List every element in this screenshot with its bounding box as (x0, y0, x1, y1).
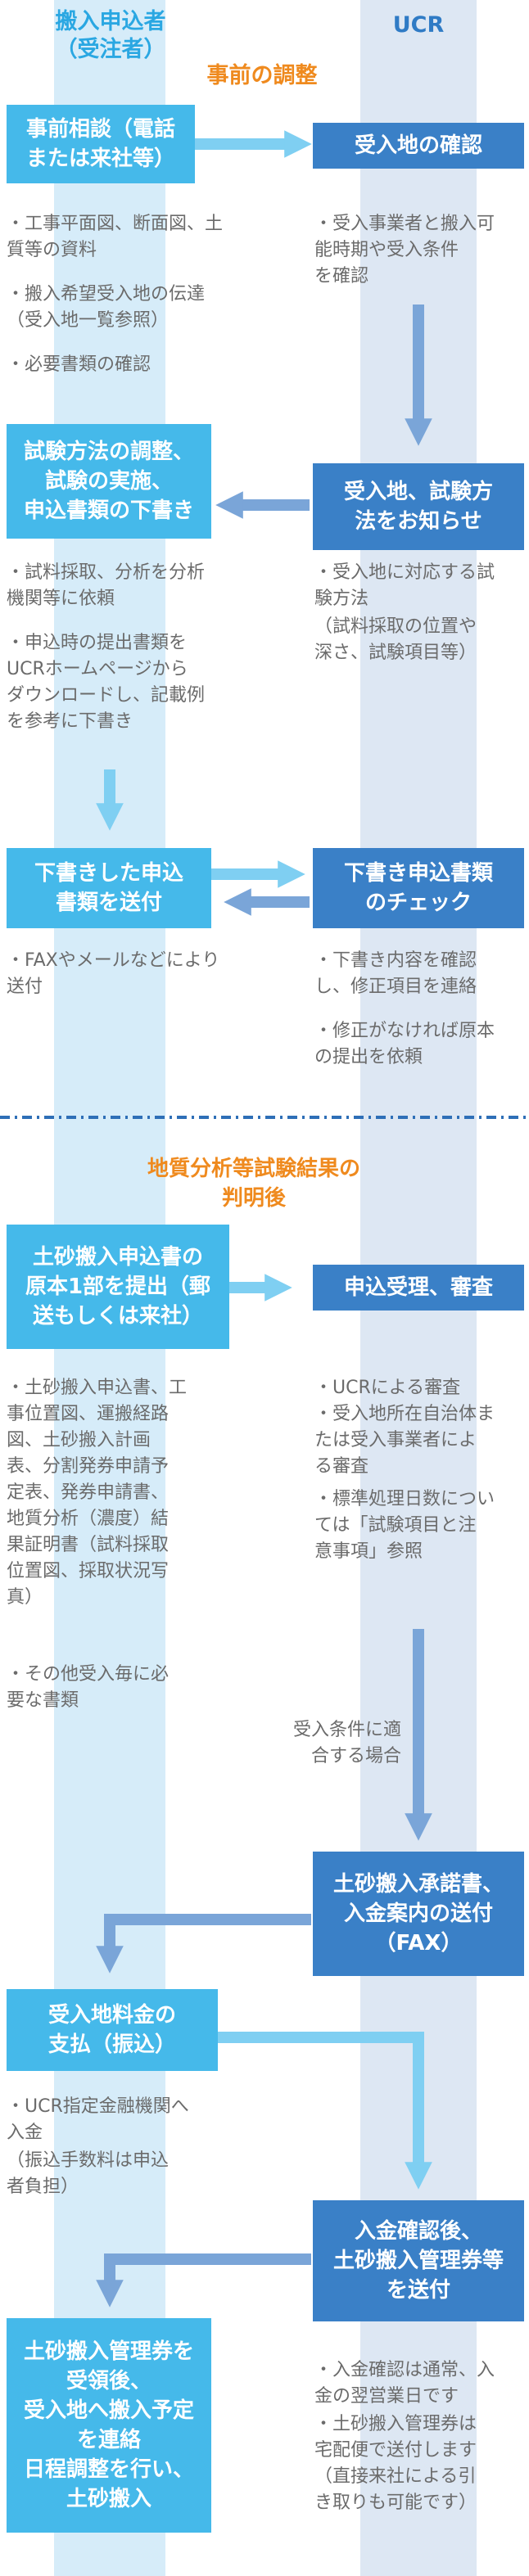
note-download: ・申込時の提出書類を UCRホームページから ダウンロードし、記載例 を参考に下… (7, 633, 206, 732)
step-schedule-delivery: 土砂搬入管理券を 受領後、 受入地へ搬入予定 を連絡 日程調整を行い、 土砂搬入 (7, 2318, 211, 2533)
note-payment-confirm: ・入金確認は通常、入 金の翌営業日です (314, 2360, 495, 2407)
step-send-approval: 土砂搬入承諾書、 入金案内の送付 （FAX） (313, 1852, 524, 1976)
arrow-l5-r6 (218, 2032, 432, 2190)
step-pay-fee: 受入地料金の 支払（振込） (7, 1989, 218, 2071)
step-submit-original: 土砂搬入申込書の 原本1部を提出（郵 送もしくは来社） (7, 1225, 229, 1349)
note-documents: ・必要書類の確認 (7, 354, 151, 375)
note-municipality-review: ・受入地所在自治体ま たは受入事業者によ る審査 (314, 1404, 495, 1477)
note-ticket-delivery: ・土砂搬入管理券は 宅配便で送付します （直接来社による引 き取りも可能です） (314, 2414, 477, 2513)
note-other-documents: ・その他受入毎に必 要な書類 (7, 1664, 170, 1711)
left-lane-title: 搬入申込者 （受注者） (55, 9, 166, 62)
note-ucr-review: ・UCRによる審査 (314, 1378, 461, 1398)
step-check-draft: 下書き申込書類 のチェック (313, 848, 524, 928)
arrow-r6-l6 (96, 2253, 311, 2308)
stage-title-advance: 事前の調整 (206, 63, 318, 88)
note-application-documents: ・土砂搬入申込書、工 事位置図、運搬経路 図、土砂搬入計画 表、分割発券申請予 … (7, 1378, 188, 1608)
step-notify-method: 受入地、試験方 法をお知らせ (313, 463, 524, 550)
note-sampling-detail: （試料採取の位置や 深さ、試験項目等） (314, 616, 477, 663)
note-processing-days: ・標準処理日数につい ては「試験項目と注 意事項」参照 (314, 1489, 495, 1562)
stage-title-after-results: 地質分析等試験結果の 判明後 (147, 1157, 360, 1211)
step-send-ticket: 入金確認後、 土砂搬入管理券等 を送付 (313, 2200, 524, 2321)
stage-divider (0, 1116, 529, 1119)
note-bank-transfer: ・UCR指定金融機関へ 入金 (7, 2096, 189, 2143)
step-acceptance-review: 申込受理、審査 (313, 1265, 524, 1311)
note-site-request: ・搬入希望受入地の伝達 （受入地一覧参照） (7, 284, 206, 331)
step-consultation: 事前相談（電話 または来社等） (7, 105, 195, 183)
note-conditions-met: 受入条件に適 合する場合 (292, 1720, 401, 1766)
note-fax-mail: ・FAXやメールなどにより 送付 (7, 950, 220, 997)
step-test-prep: 試験方法の調整、 試験の実施、 申込書類の下書き (7, 424, 211, 539)
note-drawings: ・工事平面図、断面図、土 質等の資料 (7, 214, 224, 260)
note-review-draft: ・下書き内容を確認 し、修正項目を連絡 (314, 950, 477, 997)
arrow-r5-l5 (96, 1914, 311, 1974)
right-lane-title: UCR (392, 12, 445, 38)
note-test-method: ・受入地に対応する試 験方法 (314, 562, 495, 609)
note-request-original: ・修正がなければ原本 の提出を依頼 (314, 1021, 495, 1067)
note-confirm-conditions: ・受入事業者と搬入可 能時期や受入条件 を確認 (314, 214, 495, 286)
note-sampling: ・試料採取、分析を分析 機関等に依頼 (7, 562, 206, 609)
note-transfer-fee: （振込手数料は申込 者負担） (7, 2150, 170, 2197)
step-site-check: 受入地の確認 (313, 123, 524, 169)
step-send-draft: 下書きした申込 書類を送付 (7, 848, 211, 928)
